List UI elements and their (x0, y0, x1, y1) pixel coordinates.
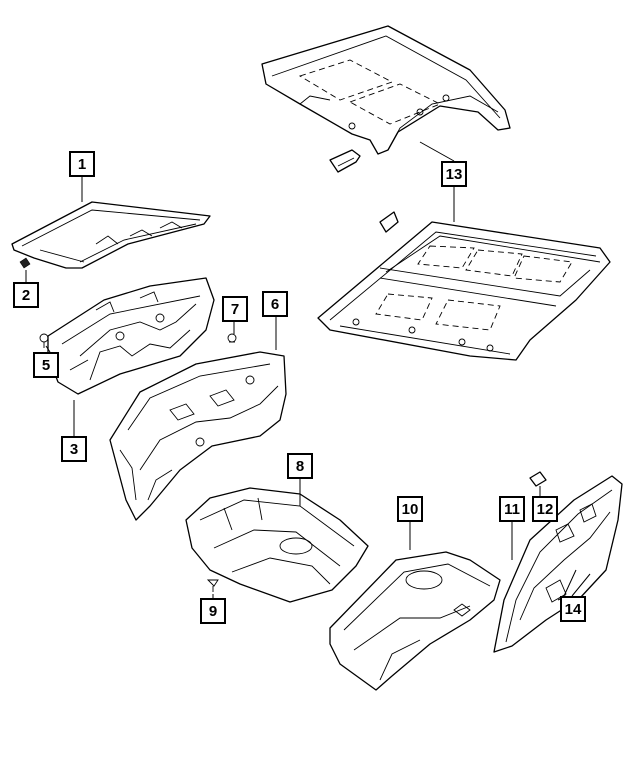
callout-3: 3 (61, 436, 87, 462)
callout-8: 8 (287, 453, 313, 479)
leader-lines (25, 141, 591, 601)
callout-6: 6 (262, 291, 288, 317)
callout-7: 7 (222, 296, 248, 322)
clip-part-12 (529, 471, 547, 487)
callout-14: 14 (560, 596, 586, 622)
callout-2: 2 (13, 282, 39, 308)
callout-12: 12 (532, 496, 558, 522)
callout-11: 11 (499, 496, 525, 522)
callout-10: 10 (397, 496, 423, 522)
back-panel-silencer-part (493, 475, 623, 653)
fastener-part-7 (227, 333, 237, 343)
dash-insulator-part (109, 351, 287, 521)
callout-9: 9 (200, 598, 226, 624)
cowl-panel-part (11, 201, 211, 269)
front-floor-silencer-part (185, 487, 369, 603)
callout-13: 13 (441, 161, 467, 187)
callout-5: 5 (33, 352, 59, 378)
upper-headliner-part (261, 25, 511, 173)
clip-part-2 (19, 257, 31, 269)
push-pin-part-9 (206, 579, 219, 592)
callout-1: 1 (69, 151, 95, 177)
lower-headliner-part (317, 211, 611, 361)
rear-floor-silencer-part (329, 551, 501, 691)
fastener-part-5 (39, 333, 49, 348)
